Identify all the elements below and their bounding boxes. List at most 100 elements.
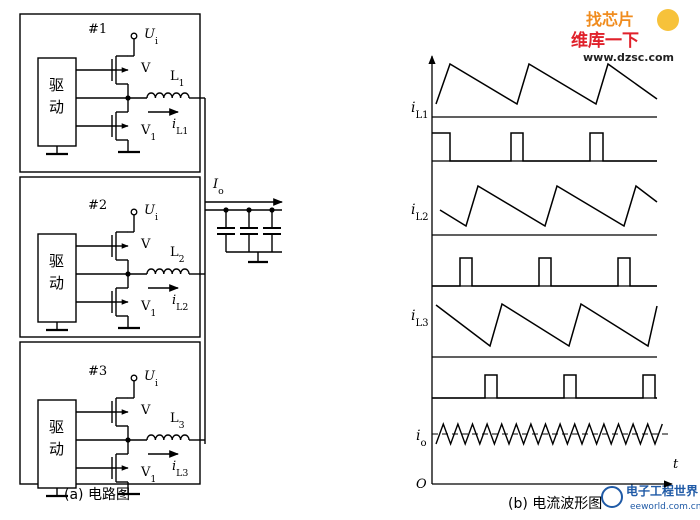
supply-label-sub: i: [155, 212, 158, 223]
module-frame-2: [19, 176, 201, 338]
current-label-main: i: [172, 459, 176, 474]
high-switch-label-main: V: [140, 403, 151, 418]
supply-label-main: U: [144, 27, 156, 42]
origin-label: O: [416, 477, 427, 492]
driver-label-top: 驱: [49, 76, 64, 94]
low-switch-label-main: V: [140, 299, 151, 314]
brand-name: 维库一下: [571, 30, 639, 51]
eeworld-url: eeworld.com.cn: [630, 502, 700, 512]
inductor-label-sub: 2: [179, 254, 185, 265]
low-switch-label-main: V: [140, 123, 151, 138]
supply-label-sub: i: [155, 378, 158, 389]
trace-label-1: iL1: [411, 100, 429, 121]
output-capacitor-1: [217, 207, 235, 252]
high-side-switch: [111, 397, 129, 427]
driver-box: [37, 233, 77, 323]
inductor-coil: [146, 268, 190, 275]
current-label-sub: L2: [176, 302, 188, 313]
t-axis-label: t: [673, 457, 679, 472]
trace-label-3: iL3: [411, 308, 429, 329]
high-switch-label: V: [140, 61, 151, 76]
low-switch-label-sub: 1: [150, 132, 156, 143]
module-number: #2: [88, 198, 107, 213]
inductor-label: L2: [170, 245, 185, 265]
driver-label-bottom: 动: [49, 98, 64, 116]
inductor-current-1: [435, 62, 658, 106]
logo-text: 找芯片: [586, 10, 634, 29]
cap-junction-dot: [246, 207, 252, 213]
module-number: #3: [88, 364, 107, 379]
current-label-sub: L1: [176, 126, 188, 137]
watermark-bottom: 电子工程世界 eeworld.com.cn: [601, 483, 700, 512]
inductor-label-main: L: [170, 245, 179, 260]
trace-label-4-sub: o: [420, 438, 426, 449]
driver-label-top: 驱: [49, 418, 64, 436]
low-switch-label-main: V: [140, 465, 151, 480]
gate-pulse-1: [432, 132, 657, 162]
driver-label-bottom: 动: [49, 440, 64, 458]
high-switch-label: V: [140, 237, 151, 252]
trace-label-2-sub: L2: [415, 212, 428, 223]
output-capacitor-3: [263, 207, 281, 252]
brand-url: www.dzsc.com: [583, 51, 674, 64]
supply-terminal: [130, 374, 138, 382]
inductor-label-main: L: [170, 411, 179, 426]
output-current-label-sub: o: [218, 186, 224, 197]
eeworld-brand: 电子工程世界: [626, 483, 698, 498]
supply-label-main: U: [144, 203, 156, 218]
high-switch-label-main: V: [140, 237, 151, 252]
supply-terminal: [130, 32, 138, 40]
current-label-main: i: [172, 117, 176, 132]
high-side-switch: [111, 231, 129, 261]
high-switch-label: V: [140, 403, 151, 418]
low-side-switch: [111, 287, 129, 317]
logo-sun-icon: [657, 9, 679, 31]
module-frame-1: [19, 13, 201, 173]
trace-label-3-main: i: [411, 308, 415, 324]
circuit-diagram: #1驱动UiVV1L1iL1#2驱动UiVV1L2iL2#3驱动UiVV1L3i…: [19, 13, 283, 498]
inductor-coil: [146, 434, 190, 441]
low-switch-label-sub: 1: [150, 474, 156, 485]
supply-label: Ui: [144, 203, 158, 223]
trace-label-1-sub: L1: [415, 110, 428, 121]
supply-terminal: [130, 208, 138, 216]
waveform-caption: (b) 电流波形图: [508, 496, 602, 512]
inductor-current-2: [439, 184, 658, 228]
current-label-sub: L3: [176, 468, 188, 479]
module-frame-3: [19, 341, 201, 485]
low-switch-label-sub: 1: [150, 308, 156, 319]
module-number-main: #3: [88, 364, 107, 379]
driver-label-top: 驱: [49, 252, 64, 270]
output-current-ripple: [435, 421, 663, 447]
module-number: #1: [88, 22, 107, 37]
current-label: iL2: [172, 293, 188, 313]
low-switch-label: V1: [140, 299, 156, 319]
supply-label-main: U: [144, 369, 156, 384]
trace-label-2-main: i: [411, 202, 415, 218]
low-side-switch: [111, 453, 129, 483]
low-side-switch: [111, 111, 129, 141]
module-number-main: #1: [88, 22, 107, 37]
trace-label-1-main: i: [411, 100, 415, 116]
low-switch-label: V1: [140, 123, 156, 143]
high-side-switch: [111, 55, 129, 85]
cap-junction-dot: [269, 207, 275, 213]
current-label: iL1: [172, 117, 188, 137]
trace-label-4-main: i: [416, 428, 420, 444]
driver-label-bottom: 动: [49, 274, 64, 292]
trace-label-2: iL2: [411, 202, 429, 223]
current-label: iL3: [172, 459, 188, 479]
eeworld-logo-icon: [601, 486, 623, 508]
gate-pulse-3: [432, 374, 657, 399]
trace-label-3-sub: L3: [415, 318, 428, 329]
trace-label-4: io: [416, 428, 427, 449]
output-current-label-main: I: [212, 177, 219, 192]
module-number-main: #2: [88, 198, 107, 213]
circuit-caption: (a) 电路图: [64, 487, 130, 503]
output-current-label: Io: [212, 177, 224, 197]
